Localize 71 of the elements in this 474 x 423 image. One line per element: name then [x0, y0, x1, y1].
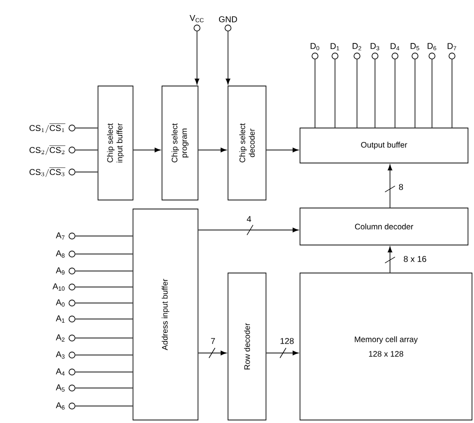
node-label: A$_{4}$ — [56, 368, 65, 376]
arrow — [133, 148, 160, 152]
pin-terminal: D$_{2}$ — [352, 43, 362, 60]
pin-terminal: V$_{CC}$ — [190, 15, 204, 32]
node-label: D$_{4}$ — [390, 43, 400, 50]
node-label: A$_{5}$ — [56, 384, 65, 392]
edge-label: 128 — [278, 336, 296, 345]
node-label: A$_{1}$ — [56, 315, 65, 323]
node-label: A$_{6}$ — [56, 402, 65, 410]
edge-label: 4 — [246, 215, 252, 223]
pin-terminal: D$_{1}$ — [330, 43, 340, 60]
block-box: Chip select decoder — [228, 86, 266, 200]
pin-terminal: D$_{7}$ — [448, 43, 456, 60]
arrow — [198, 148, 226, 152]
pin-terminal: A$_{0}$ — [56, 299, 76, 307]
pin-terminal: A$_{10}$ — [52, 283, 76, 291]
pin-terminal: A$_{6}$ — [56, 402, 76, 410]
node-label: D$_{6}$ — [428, 42, 436, 50]
node-label: A$_{3}$ — [56, 351, 65, 359]
arrow — [194, 31, 200, 84]
pin-terminal: A$_{4}$ — [56, 368, 76, 376]
node-label: A$_{2}$ — [56, 334, 65, 342]
node-label: D$_{5}$ — [410, 43, 420, 50]
pin-terminal: $\mathrm{CS}_{2}/\overline{\mathrm{CS}_{2}}$ — [30, 146, 76, 155]
pin-terminal: A$_{3}$ — [56, 351, 76, 359]
node-label: GND — [218, 16, 238, 22]
arrow — [266, 148, 298, 152]
node-label: D$_{7}$ — [448, 43, 456, 50]
edge-label: 8 — [398, 182, 404, 191]
node-label: A$_{9}$ — [56, 267, 65, 275]
node-label: D$_{1}$ — [330, 43, 340, 50]
block-box: Chip select program — [162, 86, 198, 200]
node-label: D$_{2}$ — [352, 43, 362, 50]
node-label: A$_{7}$ — [56, 232, 65, 240]
block-box: Output buffer — [300, 128, 468, 164]
pin-terminal: $\mathrm{CS}_{3}/\overline{\mathrm{CS}_{3}}$ — [30, 168, 76, 177]
node-label: V$_{CC}$ — [190, 14, 204, 22]
pin-terminal: GND — [218, 16, 238, 32]
pin-terminal: D$_{5}$ — [410, 43, 420, 60]
block-box: Chip select input buffer — [98, 86, 134, 200]
arrow — [226, 31, 230, 84]
pin-terminal: D$_{0}$ — [310, 43, 320, 60]
block-box: Column decoder — [300, 208, 468, 246]
arrow — [266, 348, 298, 358]
block-box: Row decoder — [228, 272, 266, 420]
arrow — [198, 348, 226, 358]
node-label: $\mathrm{CS}_{2}/\overline{\mathrm{CS}_{2}}$ — [30, 146, 66, 155]
node-label: A$_{8}$ — [56, 250, 65, 258]
edge-label: 8 x 16 — [402, 254, 428, 263]
node-label: D$_{3}$ — [370, 42, 380, 50]
pin-terminal: D$_{6}$ — [428, 43, 436, 60]
pin-terminal: A$_{1}$ — [56, 315, 76, 323]
arrow — [198, 224, 298, 236]
node-label: $\mathrm{CS}_{1}/\overline{\mathrm{CS}_{1}}$ — [30, 124, 66, 133]
pin-terminal: $\mathrm{CS}_{1}/\overline{\mathrm{CS}_{1}}$ — [30, 124, 76, 133]
pin-terminal: A$_{2}$ — [56, 334, 76, 342]
pin-terminal: A$_{5}$ — [56, 384, 76, 392]
pin-terminal: A$_{8}$ — [56, 250, 76, 258]
block-box: Memory cell array 128 x 128 — [300, 272, 472, 420]
arrow — [384, 246, 396, 273]
edge-label: 7 — [210, 337, 216, 345]
node-label: D$_{0}$ — [310, 42, 320, 50]
pin-terminal: D$_{3}$ — [370, 43, 380, 60]
node-label: $\mathrm{CS}_{3}/\overline{\mathrm{CS}_{3}}$ — [30, 168, 66, 177]
node-label: A$_{0}$ — [56, 299, 65, 307]
block-box: Address input buffer — [132, 208, 198, 420]
node-label: A$_{10}$ — [52, 283, 65, 291]
arrow — [384, 164, 396, 208]
pin-terminal: A$_{9}$ — [56, 267, 76, 275]
pin-terminal: A$_{7}$ — [56, 232, 76, 240]
pin-terminal: D$_{4}$ — [390, 43, 400, 60]
